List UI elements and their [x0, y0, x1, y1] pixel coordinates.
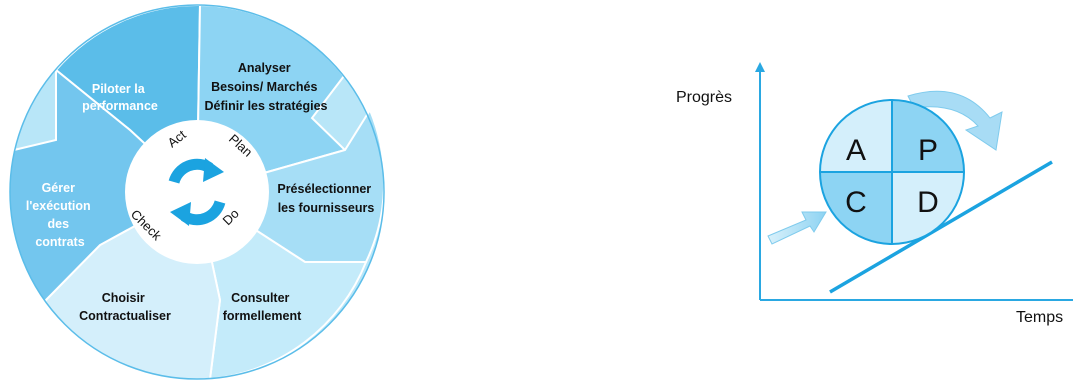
y-axis-label: Progrès	[676, 89, 732, 106]
y-axis-arrowhead	[755, 62, 765, 72]
quadrant-p	[892, 100, 964, 172]
purchasing-cycle-wheel: Act Plan Do Check Piloter la performance…	[7, 3, 386, 381]
quadrant-a-letter: A	[846, 134, 866, 167]
quadrant-p-letter: P	[918, 134, 938, 167]
label-choisir: Choisir Contractualiser	[79, 291, 171, 323]
quadrant-a	[820, 100, 892, 172]
label-consulter: Consulter formellement	[223, 291, 302, 323]
x-axis-label: Temps	[1016, 309, 1063, 326]
label-gerer: Gérer l'exécution des contrats	[26, 181, 94, 249]
wheel-outline	[9, 4, 385, 380]
pdca-wheel: A P C D	[819, 99, 965, 245]
pdca-progress-diagram: Progrès Temps A P C D	[676, 62, 1073, 326]
quadrant-c	[820, 172, 892, 244]
segment-gerer	[7, 67, 199, 304]
inner-ring	[125, 120, 269, 264]
quadrant-c-letter: C	[845, 186, 867, 219]
label-analyser: Analyser Besoins/ Marchés Définir les st…	[205, 61, 328, 113]
cycle-icon	[168, 158, 226, 226]
label-preselectionner: Présélectionner les fournisseurs	[277, 182, 374, 215]
rotation-arrow	[907, 90, 1003, 151]
quadrant-d	[892, 172, 964, 244]
progress-slope-line	[829, 160, 1053, 294]
quadrant-d-letter: D	[917, 186, 939, 219]
label-piloter: Piloter la performance	[82, 82, 158, 113]
entry-arrow	[767, 211, 827, 245]
